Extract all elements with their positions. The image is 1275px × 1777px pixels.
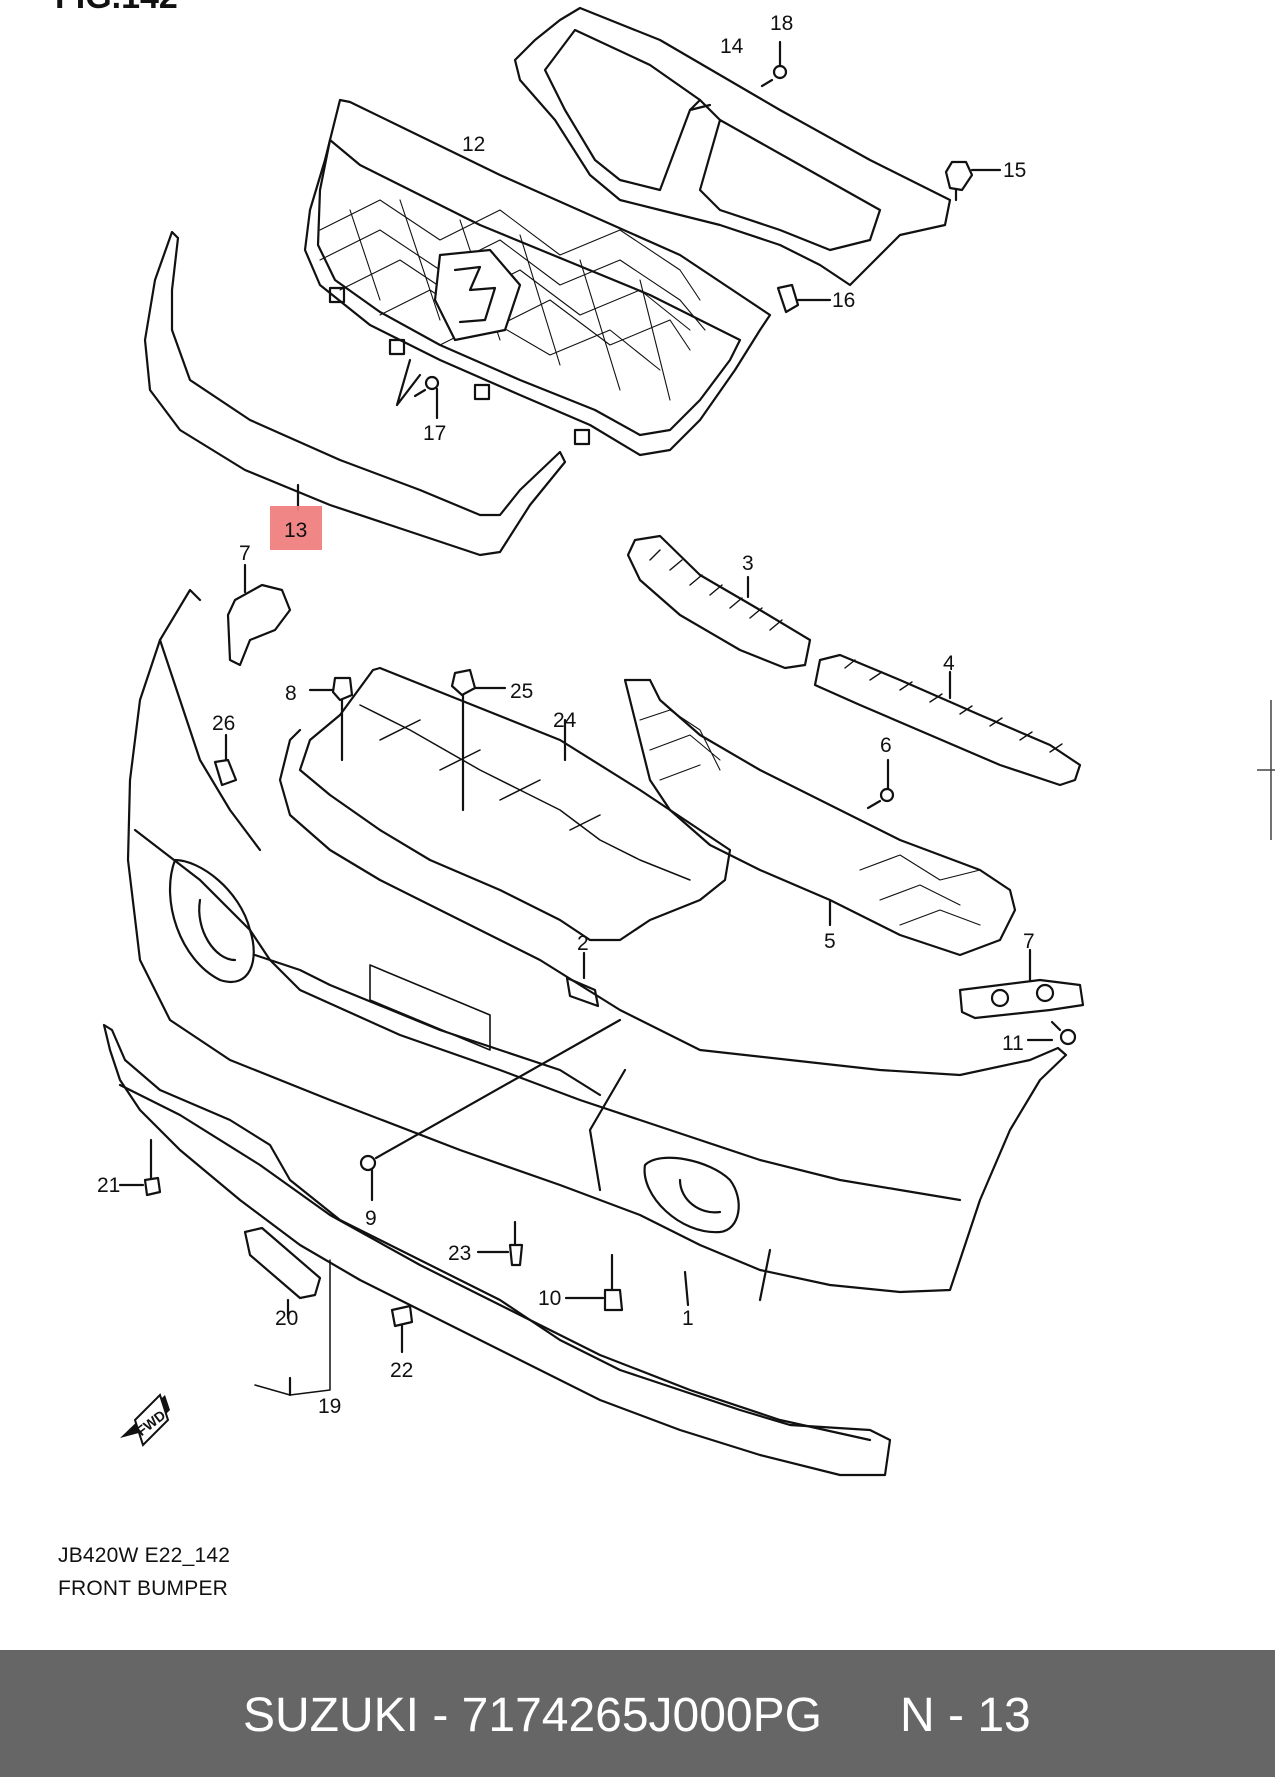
part-3-absorber-left[interactable] bbox=[626, 534, 812, 670]
diagram-title: FRONT BUMPER bbox=[58, 1577, 229, 1600]
part-16-clip-nut[interactable] bbox=[776, 283, 832, 314]
footer-reference: N - 13 bbox=[900, 1689, 1031, 1742]
part-17-screw[interactable] bbox=[395, 358, 440, 420]
callout-12[interactable]: 12 bbox=[462, 133, 485, 156]
callout-25[interactable]: 25 bbox=[510, 680, 533, 703]
part-8-clip[interactable] bbox=[308, 676, 354, 762]
callout-23[interactable]: 23 bbox=[448, 1242, 471, 1265]
callout-6[interactable]: 6 bbox=[880, 734, 892, 757]
callout-10[interactable]: 10 bbox=[538, 1287, 561, 1310]
callout-20[interactable]: 20 bbox=[275, 1307, 298, 1330]
part-13-molding[interactable] bbox=[143, 230, 567, 557]
part-14-upper-frame[interactable] bbox=[513, 6, 952, 287]
part-11-screw[interactable] bbox=[1026, 1020, 1077, 1046]
callout-3[interactable]: 3 bbox=[742, 552, 754, 575]
part-26-nut[interactable] bbox=[213, 733, 238, 787]
part-2-plate[interactable] bbox=[565, 951, 600, 1008]
callout-5[interactable]: 5 bbox=[824, 930, 836, 953]
part-24-reinforcement[interactable] bbox=[298, 666, 732, 942]
callout-18[interactable]: 18 bbox=[770, 12, 793, 35]
highlight-box-13 bbox=[270, 506, 322, 550]
edge-marks bbox=[1257, 700, 1275, 840]
part-7-bracket-right[interactable] bbox=[958, 948, 1085, 1020]
callout-1[interactable]: 1 bbox=[682, 1307, 694, 1330]
part-10-bolt[interactable] bbox=[564, 1253, 624, 1312]
callout-8[interactable]: 8 bbox=[285, 682, 297, 705]
callout-24[interactable]: 24 bbox=[553, 709, 577, 732]
callout-14[interactable]: 14 bbox=[720, 35, 744, 58]
part-4-absorber-right[interactable] bbox=[813, 653, 1082, 787]
forward-arrow-icon: FWD bbox=[120, 1393, 170, 1447]
callout-22[interactable]: 22 bbox=[390, 1359, 413, 1382]
part-7-bracket-left[interactable] bbox=[226, 563, 292, 667]
part-20-tow-cover[interactable] bbox=[243, 1226, 322, 1320]
part-12-grille[interactable] bbox=[303, 98, 772, 457]
callout-4[interactable]: 4 bbox=[943, 652, 955, 675]
part-19-lower-spoiler[interactable] bbox=[102, 1023, 892, 1477]
callout-21[interactable]: 21 bbox=[97, 1174, 120, 1197]
figure-label: FIG.142 bbox=[55, 0, 178, 16]
callout-13[interactable]: 13 bbox=[284, 519, 307, 542]
callout-19[interactable]: 19 bbox=[318, 1395, 341, 1418]
part-1-bumper-cover[interactable] bbox=[126, 588, 1068, 1307]
part-15-clip[interactable] bbox=[944, 160, 1002, 202]
part-25-clip[interactable] bbox=[450, 668, 507, 812]
part-18-screw[interactable] bbox=[760, 40, 788, 88]
callout-9[interactable]: 9 bbox=[365, 1207, 377, 1230]
part-9-bolt[interactable] bbox=[359, 1018, 622, 1202]
callout-11[interactable]: 11 bbox=[1002, 1032, 1024, 1055]
diagram-code: JB420W E22_142 bbox=[58, 1544, 231, 1567]
callout-7-upper[interactable]: 7 bbox=[239, 542, 251, 565]
part-6-screw[interactable] bbox=[866, 758, 895, 810]
callout-16[interactable]: 16 bbox=[832, 289, 855, 312]
callout-15[interactable]: 15 bbox=[1003, 159, 1026, 182]
footer-bar: SUZUKI - 7174265J000PG N - 13 bbox=[0, 1650, 1275, 1777]
part-21-nut[interactable] bbox=[118, 1138, 162, 1197]
callout-7-right[interactable]: 7 bbox=[1023, 930, 1035, 953]
part-5-lower-grille[interactable] bbox=[623, 678, 1017, 957]
footer-part-number: SUZUKI - 7174265J000PG bbox=[243, 1689, 822, 1742]
callout-17[interactable]: 17 bbox=[423, 422, 446, 445]
callout-2[interactable]: 2 bbox=[577, 932, 589, 955]
parts-diagram: FIG.142 bbox=[55, 0, 1085, 1477]
part-23-screw[interactable] bbox=[476, 1220, 524, 1267]
part-22-clip[interactable] bbox=[390, 1304, 414, 1354]
callout-26[interactable]: 26 bbox=[212, 712, 235, 735]
